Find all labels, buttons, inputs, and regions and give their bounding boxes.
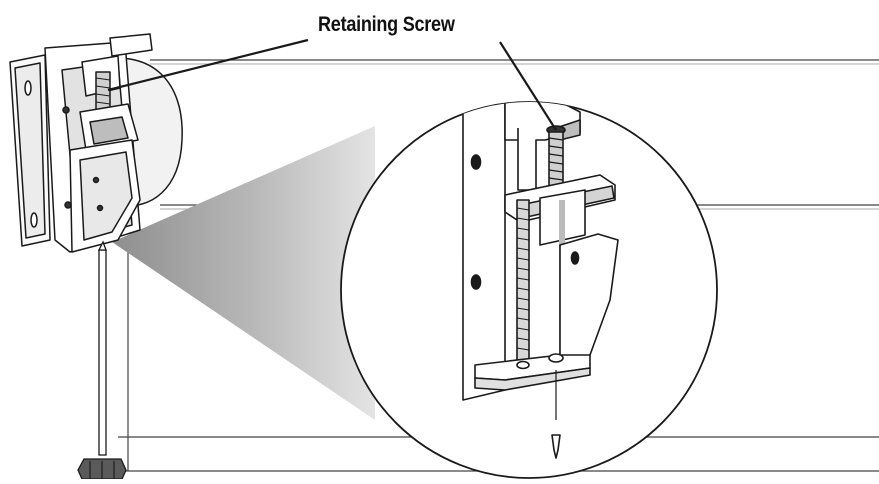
magnified-detail [340,101,718,479]
retaining-screw-small [95,71,111,113]
thermostat-bracket-icon [9,33,183,253]
screw-thread-lower [516,199,530,361]
screwdriver-icon [77,240,127,480]
callout-leaders [107,38,557,131]
retaining-screw-label: Retaining Screw [318,13,455,36]
magnifier-cone [112,126,375,420]
screwdriver-tip [551,434,561,459]
